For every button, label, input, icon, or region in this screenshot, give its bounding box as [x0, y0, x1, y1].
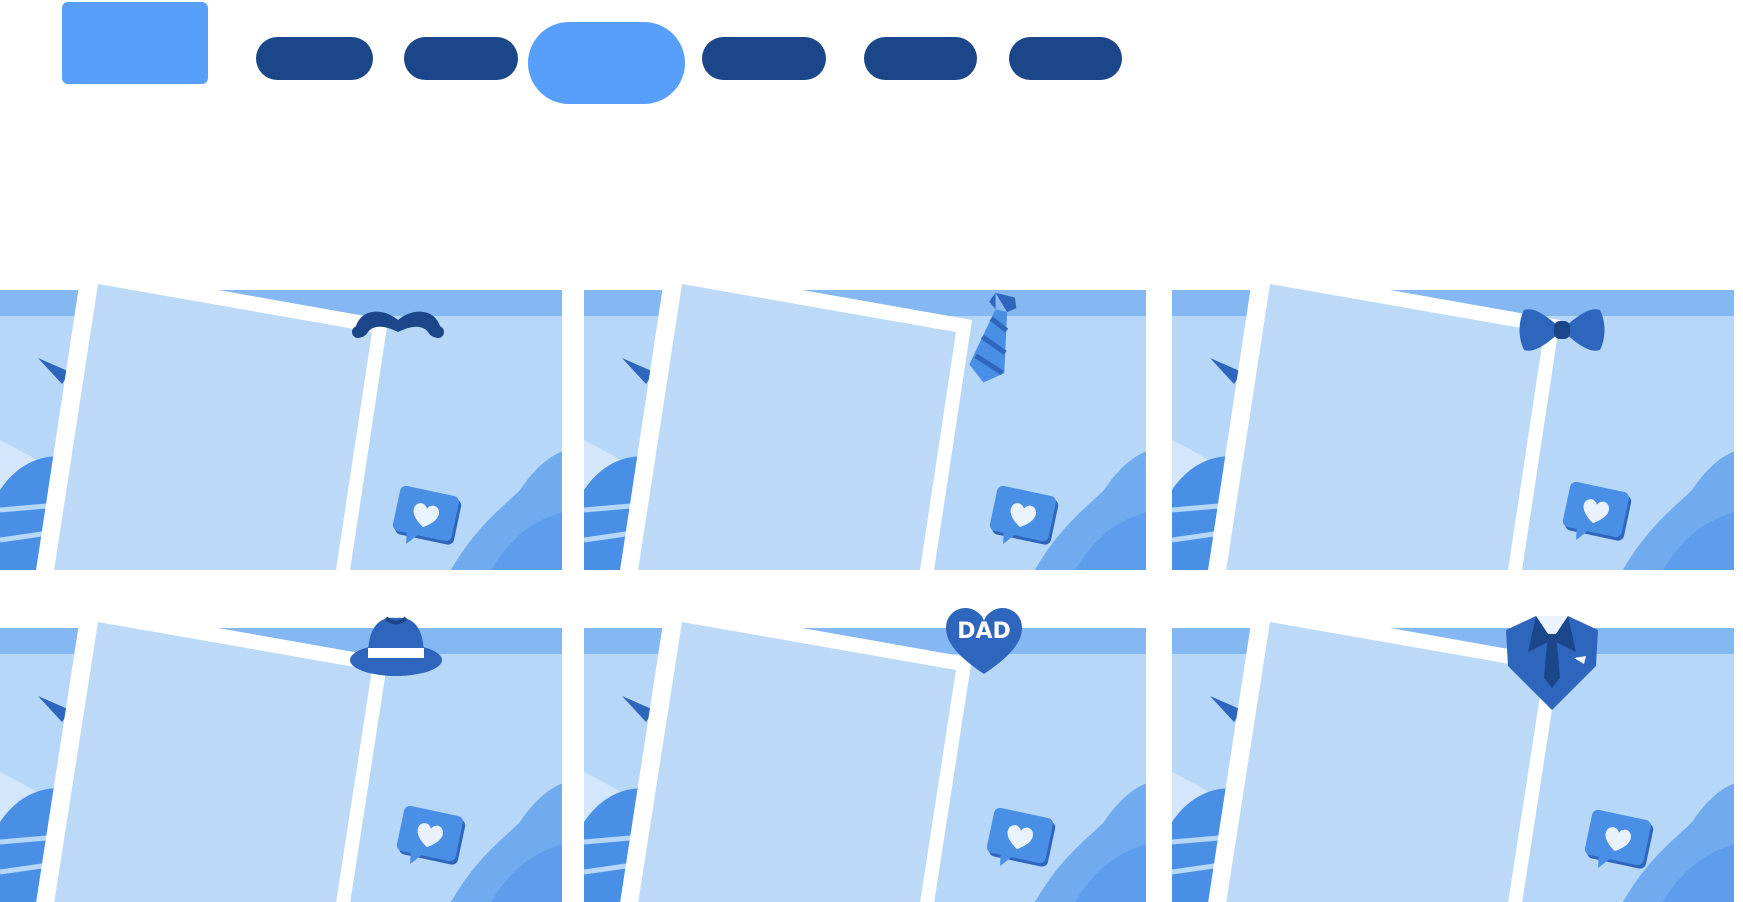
- frame-card-tie-art: [584, 266, 1146, 570]
- frame-card-suit[interactable]: [1172, 604, 1734, 902]
- photo-placeholder: [54, 284, 372, 570]
- frame-card-tie[interactable]: [584, 266, 1146, 570]
- dad-heart-icon: DAD: [946, 608, 1022, 674]
- frame-card-mustache[interactable]: [0, 266, 562, 570]
- heart-bubble-icon: [392, 485, 462, 545]
- nav-pill-5[interactable]: [864, 37, 977, 80]
- suit-icon: [1506, 616, 1598, 710]
- photo-frame: [36, 604, 388, 902]
- card-left-triangle: [622, 358, 654, 384]
- frame-card-bowtie-art: [1172, 266, 1734, 570]
- card-left-triangle: [38, 696, 70, 722]
- nav-pill-6[interactable]: [1009, 37, 1122, 80]
- photo-frame: [620, 604, 972, 902]
- dad-heart-label: DAD: [957, 619, 1011, 644]
- photo-placeholder: [638, 284, 956, 570]
- fedora-hat-icon: [350, 616, 442, 676]
- photo-frame: [36, 266, 388, 570]
- logo-block[interactable]: [62, 2, 208, 84]
- nav-pill-4[interactable]: [702, 37, 826, 80]
- frame-card-hat-art: [0, 604, 562, 902]
- nav-pill-3[interactable]: [528, 22, 685, 104]
- heart-bubble-icon: [1584, 809, 1654, 869]
- necktie-icon: [969, 292, 1017, 383]
- card-left-triangle: [1210, 358, 1242, 384]
- heart-bubble-icon: [1562, 481, 1632, 541]
- photo-placeholder: [54, 622, 372, 902]
- photo-placeholder: [638, 622, 956, 902]
- nav-pill-2[interactable]: [404, 37, 518, 80]
- frame-card-suit-art: [1172, 604, 1734, 902]
- frame-card-dad-heart-art: DAD: [584, 604, 1146, 902]
- frame-card-mustache-art: [0, 266, 562, 570]
- heart-bubble-icon: [989, 485, 1059, 545]
- bowtie-icon: [1519, 309, 1605, 351]
- heart-bubble-icon: [986, 807, 1056, 867]
- photo-frame: [620, 266, 972, 570]
- photo-placeholder: [1226, 284, 1544, 570]
- frame-card-dad-heart[interactable]: DAD: [584, 604, 1146, 902]
- photo-frame: [1208, 604, 1560, 902]
- photo-placeholder: [1226, 622, 1544, 902]
- mustache-icon: [352, 311, 444, 338]
- photo-frame: [1208, 266, 1560, 570]
- heart-bubble-icon: [396, 805, 466, 865]
- frame-card-hat[interactable]: [0, 604, 562, 902]
- frame-card-bowtie[interactable]: [1172, 266, 1734, 570]
- nav-pill-1[interactable]: [256, 37, 373, 80]
- card-left-triangle: [622, 696, 654, 722]
- card-left-triangle: [38, 358, 70, 384]
- card-left-triangle: [1210, 696, 1242, 722]
